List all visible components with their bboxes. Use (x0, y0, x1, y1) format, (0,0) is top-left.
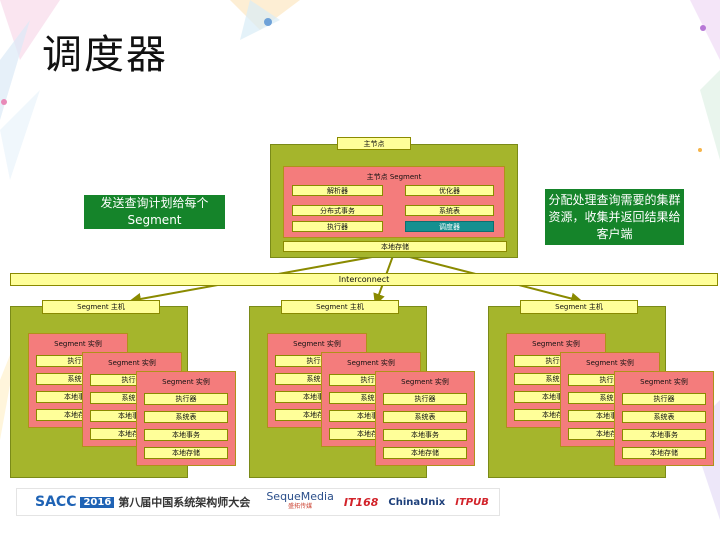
host-3-instance-1-label: Segment 实例 (532, 340, 580, 348)
master-local-storage: 本地存储 (283, 241, 507, 252)
host-3-instance-2-label: Segment 实例 (586, 359, 634, 367)
year-badge: 2016 (80, 496, 115, 508)
sponsor-it168: IT168 (343, 495, 379, 509)
host-3-instance-3-executor: 执行器 (622, 393, 706, 405)
left-note: 发送查询计划给每个 Segment (84, 195, 225, 229)
host-3-instance-3-local-txn: 本地事务 (622, 429, 706, 441)
right-note: 分配处理查询需要的集群资源，收集并返回结果给客户端 (545, 189, 684, 245)
host-2-instance-3-executor: 执行器 (383, 393, 467, 405)
host-2-label: Segment 主机 (281, 300, 399, 314)
sponsor-itpub: ITPUB (455, 496, 489, 508)
host-1-instance-3-label: Segment 实例 (162, 378, 210, 386)
conference-name: 第八届中国系统架构师大会 (118, 496, 251, 509)
host-1-label: Segment 主机 (42, 300, 160, 314)
sponsor-chinaunix: ChinaUnix (388, 496, 446, 508)
host-3-label: Segment 主机 (520, 300, 638, 314)
optimizer-box: 优化器 (405, 185, 494, 196)
host-3-instance-3-label: Segment 实例 (640, 378, 688, 386)
page-title: 调度器 (42, 32, 168, 78)
host-1-instance-2-label: Segment 实例 (108, 359, 156, 367)
host-2-instance-3-local-txn: 本地事务 (383, 429, 467, 441)
catalog-box: 系统表 (405, 205, 494, 216)
host-2-instance-1-label: Segment 实例 (293, 340, 341, 348)
host-1-instance-3-local-storage: 本地存储 (144, 447, 228, 459)
master-host-label: 主节点 (337, 137, 411, 150)
host-1-instance-3-catalog: 系统表 (144, 411, 228, 423)
interconnect-bar: Interconnect (10, 273, 718, 286)
footer-banner: SACC 2016 第八届中国系统架构师大会 SequeMedia 盛拓传媒 I… (16, 488, 500, 516)
host-2-instance-2-label: Segment 实例 (347, 359, 395, 367)
dist-txn-box: 分布式事务 (292, 205, 383, 216)
master-segment-label: 主节点 Segment (366, 173, 422, 181)
host-3-instance-3-local-storage: 本地存储 (622, 447, 706, 459)
host-2-instance-3-catalog: 系统表 (383, 411, 467, 423)
host-2-instance-3-label: Segment 实例 (401, 378, 449, 386)
host-2-instance-3-local-storage: 本地存储 (383, 447, 467, 459)
host-1-instance-1-label: Segment 实例 (54, 340, 102, 348)
host-3-instance-3-catalog: 系统表 (622, 411, 706, 423)
host-1-instance-3-executor: 执行器 (144, 393, 228, 405)
dispatcher-box: 调度器 (405, 221, 494, 232)
sacc-logo: SACC (35, 494, 77, 510)
executor-box: 执行器 (292, 221, 383, 232)
sponsor-sequemedia: SequeMedia 盛拓传媒 (266, 490, 334, 510)
parser-box: 解析器 (292, 185, 383, 196)
host-1-instance-3-local-txn: 本地事务 (144, 429, 228, 441)
